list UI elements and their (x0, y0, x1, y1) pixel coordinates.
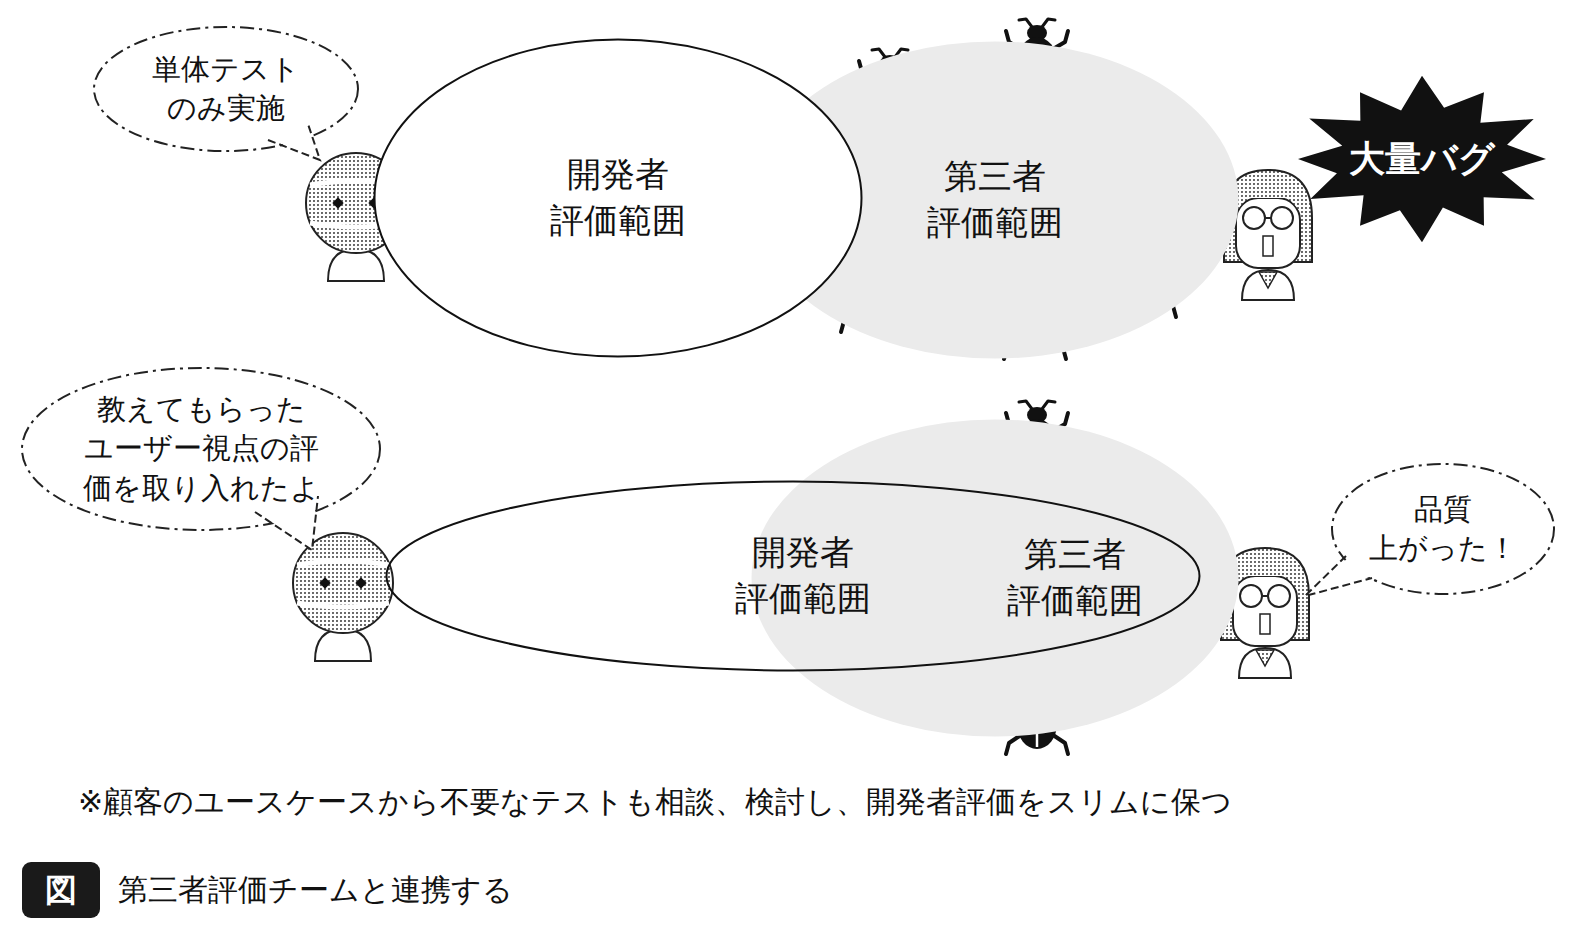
note-text: ※顧客のユースケースから不要なテストも相談、検討し、開発者評価をスリムに保つ (78, 782, 1232, 823)
speech-bubble: 単体テスト のみ実施 (92, 25, 360, 153)
node-text-group: 第三者 評価範囲 (988, 532, 1163, 624)
burst-text: 大量バグ (1307, 135, 1537, 184)
bubble-outline (94, 27, 358, 151)
speech-bubble: 教えてもらった ユーザー視点の評 価を取り入れたよ (20, 366, 382, 532)
node-outline (1330, 462, 1556, 596)
speech-bubble: 品質 上がった！ (1330, 462, 1556, 596)
node-text-group: 開発者 評価範囲 (716, 530, 891, 622)
figure-badge: 図 (22, 862, 100, 918)
burst-callout: 大量バグ (1296, 80, 1548, 238)
scope-label: 開発者 評価範囲 (531, 152, 706, 244)
node-outline (92, 25, 360, 153)
developer-figure (293, 533, 393, 661)
scope-label: 開発者 評価範囲 (716, 530, 891, 622)
scope-label: 第三者 評価範囲 (908, 154, 1083, 246)
bubble-text: 品質 上がった！ (1363, 490, 1523, 568)
figure-caption: 第三者評価チームと連携する (118, 870, 513, 911)
burst-shape (1298, 76, 1546, 242)
scope-ellipse (375, 40, 862, 357)
scope-label: 第三者 評価範囲 (988, 532, 1163, 624)
node-text-group: 品質 上がった！ (1363, 490, 1523, 568)
bubble-tail (1305, 556, 1372, 596)
bubble-tail-fill (1305, 554, 1376, 596)
bubble-tail (268, 124, 320, 160)
bubble-text: 教えてもらった ユーザー視点の評 価を取り入れたよ (64, 390, 339, 507)
scope-ellipse (752, 42, 1239, 359)
node-outline (385, 480, 1201, 672)
evaluation-scope: 開発者 評価範囲 (373, 38, 863, 358)
node-text-group: 教えてもらった ユーザー視点の評 価を取り入れたよ (64, 390, 339, 507)
bubble-tail-fill (265, 122, 320, 160)
node-text-group: 開発者 評価範囲 (531, 152, 706, 244)
node-text-group: 単体テスト のみ実施 (144, 50, 309, 128)
node-text-group: 第三者 評価範囲 (908, 154, 1083, 246)
node-outline (373, 38, 863, 358)
node-text-group: 大量バグ (1307, 135, 1537, 184)
evaluation-scope: 開発者 評価範囲 (385, 480, 1201, 672)
scope-ellipse (752, 420, 1239, 737)
bubble-outline (22, 368, 380, 530)
bubble-text: 単体テスト のみ実施 (144, 50, 309, 128)
